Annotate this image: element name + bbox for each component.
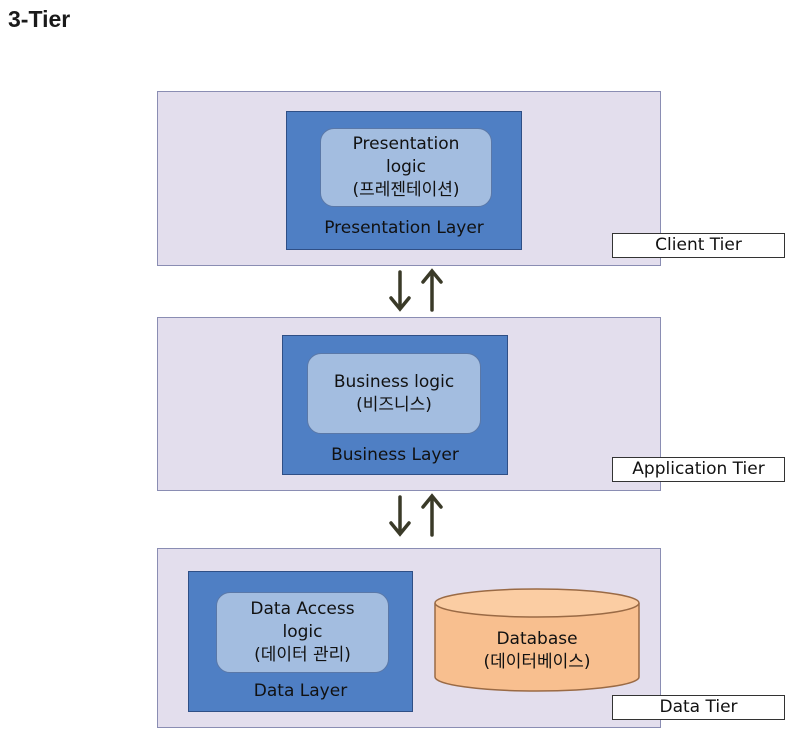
business-logic-line-1: Business logic: [333, 371, 455, 392]
business-layer-caption: Business Layer: [331, 445, 459, 465]
data-access-logic: Data Access logic (데이터 관리): [216, 592, 389, 673]
application-data-arrows: [389, 493, 443, 537]
data-layer: Data Access logic (데이터 관리) Data Layer: [188, 571, 413, 712]
presentation-logic: Presentation logic (프레젠테이션): [320, 128, 492, 207]
database-sublabel: (데이터베이스): [483, 652, 590, 672]
database-label: Database: [496, 629, 577, 649]
arrow-up-icon: [421, 493, 443, 537]
business-logic: Business logic (비즈니스): [307, 353, 481, 434]
data-tier-label: Data Tier: [612, 695, 785, 720]
client-tier-label: Client Tier: [612, 233, 785, 258]
presentation-layer-caption: Presentation Layer: [324, 218, 484, 238]
application-tier: Business logic (비즈니스) Business Layer: [157, 317, 661, 491]
data-access-logic-line-2: logic: [282, 622, 323, 642]
client-application-arrows: [389, 268, 443, 312]
presentation-logic-line-3: (프레젠테이션): [352, 180, 460, 200]
presentation-logic-line-1: Presentation: [352, 134, 460, 154]
client-tier: Presentation logic (프레젠테이션) Presentation…: [157, 91, 661, 266]
arrow-up-icon: [421, 268, 443, 312]
page-title: 3-Tier: [8, 6, 71, 32]
data-access-logic-line-1: Data Access: [250, 599, 355, 619]
presentation-layer: Presentation logic (프레젠테이션) Presentation…: [286, 111, 522, 250]
data-tier: Data Access logic (데이터 관리) Data Layer Da…: [157, 548, 661, 728]
application-tier-label: Application Tier: [612, 457, 785, 482]
database-cylinder-icon: Database (데이터베이스): [434, 588, 640, 692]
arrow-down-icon: [389, 270, 411, 312]
data-layer-caption: Data Layer: [253, 681, 348, 701]
data-access-logic-line-3: (데이터 관리): [254, 645, 351, 665]
arrow-down-icon: [389, 495, 411, 537]
business-logic-line-2: (비즈니스): [356, 394, 432, 415]
presentation-logic-line-2: logic: [386, 157, 426, 177]
business-layer: Business logic (비즈니스) Business Layer: [282, 335, 508, 475]
